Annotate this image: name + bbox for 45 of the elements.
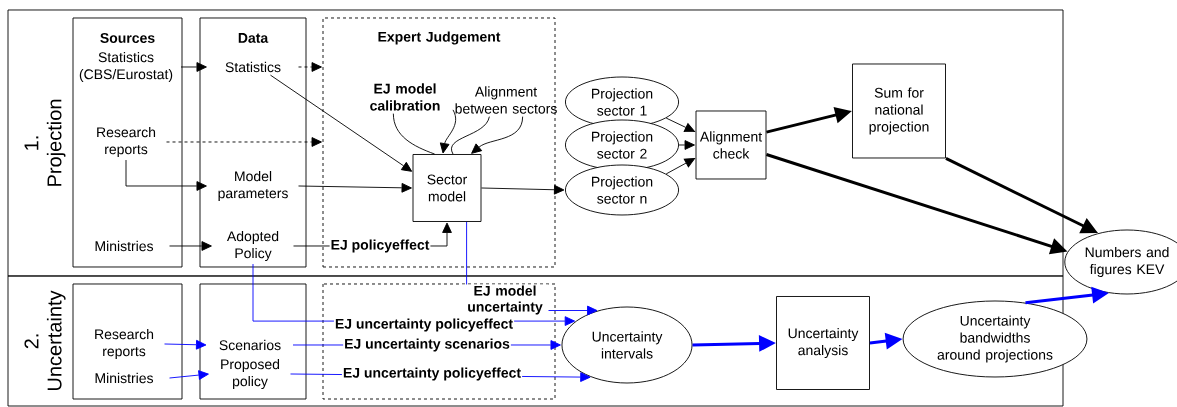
edge-label: EJ uncertainty scenarios <box>343 337 511 353</box>
node-text: Ministries <box>95 372 154 384</box>
ellipse-node: Uncertainty bandwidths around projections <box>902 300 1088 378</box>
node-text: Ministries <box>95 240 154 252</box>
arrow <box>665 117 696 133</box>
edge-label: EJ policyeffect <box>329 238 431 254</box>
ellipse-node: Uncertainty intervals <box>561 306 693 384</box>
process-box: Alignment check <box>695 110 767 180</box>
curved-line <box>451 116 490 155</box>
edge-label: EJ uncertainty policyeffect <box>333 317 515 333</box>
ellipse-node: Projection sector 1 <box>565 76 680 128</box>
arrow <box>125 159 207 191</box>
node-text: Alignment between sectors <box>455 86 557 114</box>
node-text: Proposed policy <box>221 358 280 389</box>
arrow <box>166 137 322 147</box>
arrow <box>270 74 413 172</box>
arrow <box>678 140 695 150</box>
process-box: Sector model <box>412 154 482 222</box>
arrow <box>665 157 696 175</box>
arrow <box>298 182 412 193</box>
arrow <box>180 62 207 72</box>
edge-label: EJ model uncertainty <box>461 284 549 316</box>
arrow <box>169 241 212 251</box>
node-text: Model parameters <box>218 170 288 201</box>
column-box <box>199 283 307 400</box>
arrow <box>298 62 322 72</box>
arrow <box>169 370 209 380</box>
process-box: Sum for national projection <box>852 63 946 159</box>
node-text: Adopted Policy <box>226 230 279 261</box>
curved-arrow <box>439 109 457 154</box>
arrow <box>481 184 565 195</box>
curved-line <box>392 113 436 155</box>
ellipse-node: Projection sector 2 <box>565 119 680 171</box>
ellipse-node: Projection sector n <box>565 164 680 216</box>
node-text: Research reports <box>97 126 156 157</box>
curved-arrow <box>471 116 524 154</box>
edge-label: EJ uncertainty policyeffect <box>341 366 523 382</box>
node-text: Statistics <box>225 61 281 73</box>
node-text: EJ model calibration <box>370 83 440 111</box>
process-box: Uncertainty analysis <box>776 296 870 390</box>
column-box <box>72 283 183 400</box>
node-text: Research reports <box>95 328 154 359</box>
node-text: Statistics (CBS/Eurostat) <box>79 51 173 82</box>
node-text: Scenarios <box>219 339 281 351</box>
arrow <box>164 339 207 350</box>
